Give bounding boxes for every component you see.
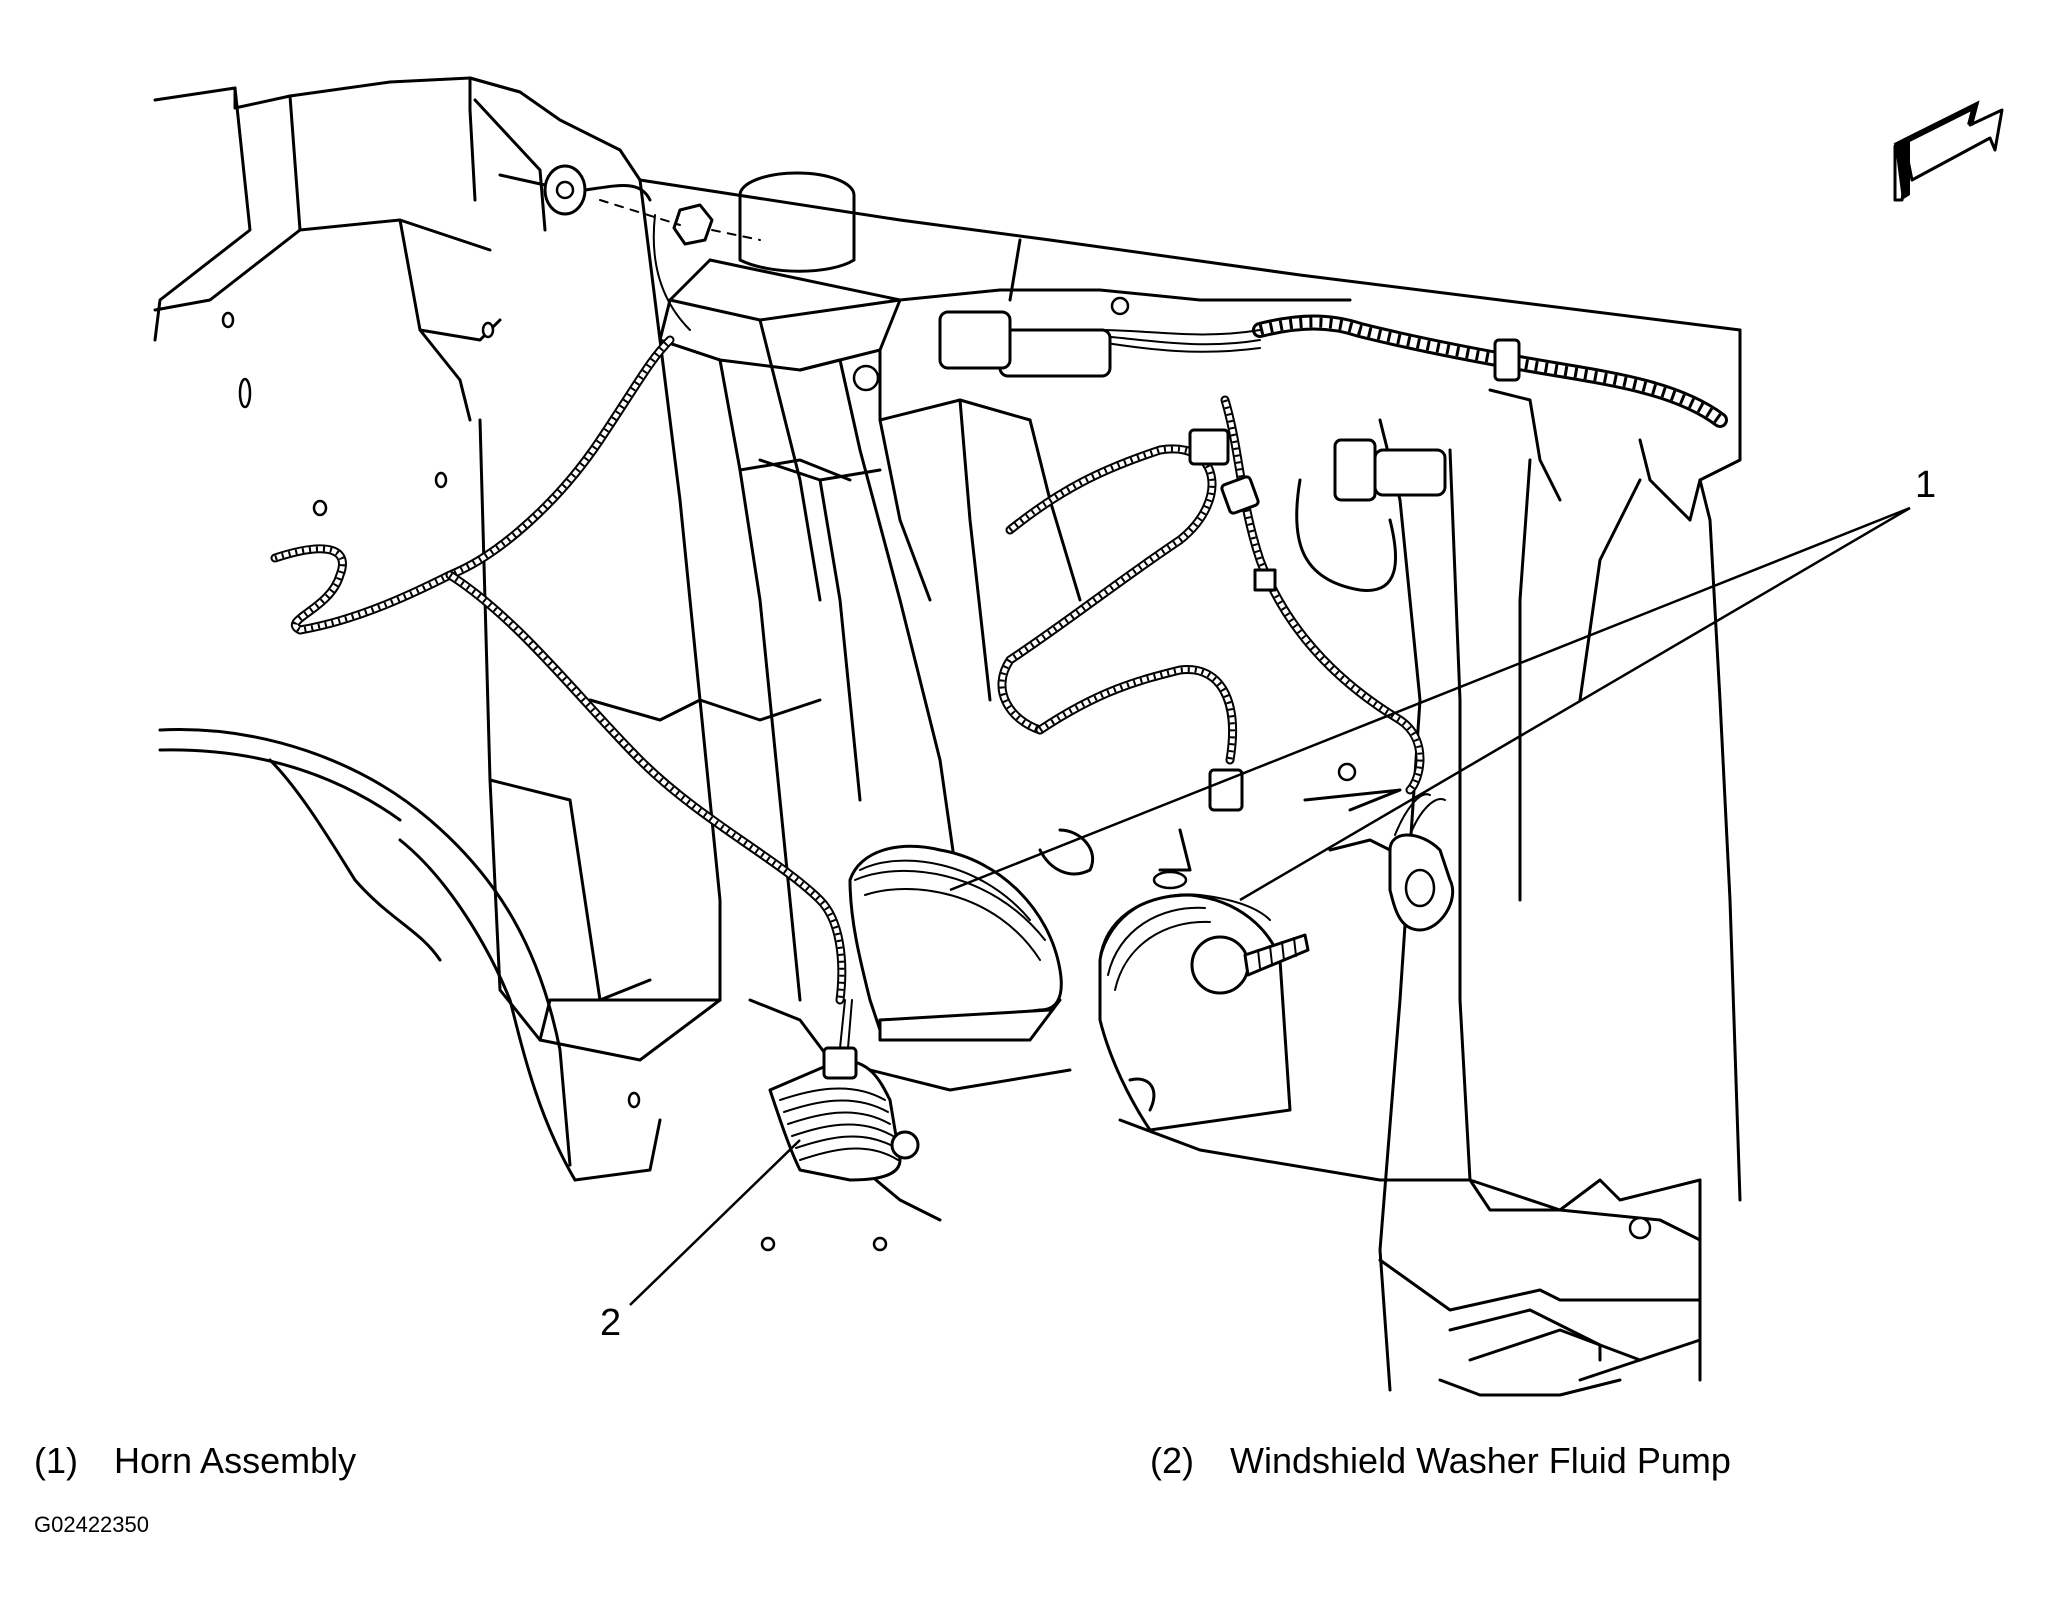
figure-id: G02422350	[34, 1512, 149, 1537]
upper-wiring-harness	[498, 164, 1728, 428]
legend-item-washer-pump: (2) Windshield Washer Fluid Pump	[1150, 1440, 1731, 1482]
legend-item-2-number: (2)	[1150, 1440, 1194, 1481]
legend-item-1-label: Horn Assembly	[114, 1440, 357, 1481]
callout-1-leaders	[949, 506, 1911, 902]
legend-item-1-number: (1)	[34, 1440, 78, 1481]
upper-crossmember	[638, 178, 1742, 1202]
horn-wiring-harness	[997, 395, 1447, 890]
left-wiring-harness	[270, 335, 847, 1005]
horn-mounting-bracket	[1328, 793, 1455, 932]
horn-assembly-left	[848, 844, 1063, 1042]
callout-number-1: 1	[1915, 464, 1936, 506]
wheel-well-arch	[158, 728, 662, 1182]
washer-fluid-pump	[760, 999, 920, 1252]
callout-number-2: 2	[600, 1302, 621, 1344]
front-direction-arrow-icon	[1893, 100, 2004, 202]
left-fender-panel	[153, 76, 642, 517]
legend-item-horn-assembly: (1) Horn Assembly	[34, 1440, 356, 1482]
callout-2-leader	[629, 1139, 801, 1306]
legend-item-2-label: Windshield Washer Fluid Pump	[1230, 1440, 1731, 1481]
horn-assembly-right	[1098, 893, 1310, 1132]
radiator-support	[478, 178, 1082, 1062]
